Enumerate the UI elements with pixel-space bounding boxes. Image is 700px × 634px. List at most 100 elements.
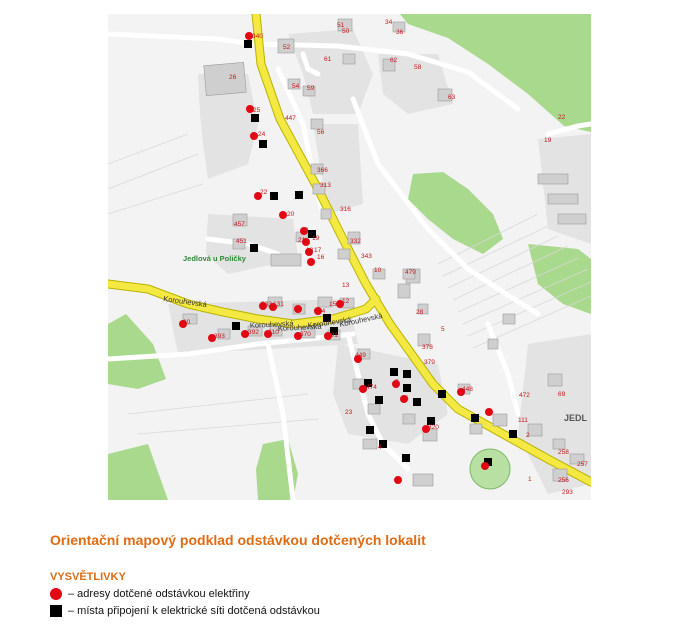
forest-area: [108, 444, 168, 500]
field-parcel-lines: [108, 133, 591, 435]
connection-point: [402, 454, 410, 462]
house-number-label: 340: [252, 33, 263, 40]
connection-point: [379, 440, 387, 448]
legend-text: – adresy dotčené odstávkou elektřiny: [68, 588, 250, 600]
edge-place-label: JEDL: [564, 413, 588, 423]
house-number-label: 28: [416, 309, 424, 316]
connection-point: [364, 379, 372, 387]
house-number-label: 18: [306, 247, 314, 254]
house-number-label: 333: [261, 301, 272, 308]
house-number-label: 52: [283, 44, 291, 51]
map-title: Orientační mapový podklad odstávkou dotč…: [50, 532, 426, 548]
connection-point: [250, 244, 258, 252]
house-number-label: 258: [558, 449, 569, 456]
house-number-label: 63: [448, 94, 456, 101]
house-number-label: 54: [292, 83, 300, 90]
legend-heading: VYSVĚTLIVKY: [50, 571, 126, 583]
house-number-label: 24: [318, 308, 326, 315]
legend-text: – místa připojení k elektrické síti dotč…: [68, 605, 320, 617]
house-number-label: 61: [324, 56, 332, 63]
place-label: Jedlová u Poličky: [183, 254, 247, 263]
house-number-label: 448: [462, 386, 473, 393]
house-number-label: 24: [258, 131, 266, 138]
road: [545, 121, 591, 137]
house-number-label: 370: [300, 331, 311, 338]
connection-point: [438, 390, 446, 398]
house-number-label: 310: [268, 329, 279, 336]
house-number-label: 5: [441, 326, 445, 333]
connection-point: [390, 368, 398, 376]
house-number-label: 320: [428, 424, 439, 431]
house-number-label: 20: [287, 211, 295, 218]
legend-item-address: – adresy dotčené odstávkou elektřiny: [50, 587, 250, 601]
house-number-label: 12: [342, 298, 350, 305]
street-name: Korouhevská: [250, 319, 295, 330]
house-number-label: 447: [285, 115, 296, 122]
built-up-area: [313, 124, 363, 214]
house-number-label: 19: [312, 235, 320, 242]
house-number-label: 21: [298, 237, 306, 244]
house-number-label: 451: [236, 238, 247, 245]
road: [350, 96, 541, 317]
map-canvas: 3405251503436266162585459632544722245619…: [108, 14, 591, 500]
connection-point: [427, 417, 435, 425]
connection-point: [244, 40, 252, 48]
street-name: Korouhevská: [278, 322, 323, 333]
connection-point: [232, 322, 240, 330]
house-number-label: 59: [307, 85, 315, 92]
house-number-label: 25: [253, 107, 261, 114]
house-number-label: 343: [361, 253, 372, 260]
connection-point: [259, 140, 267, 148]
connection-point: [308, 230, 316, 238]
forest-area: [108, 314, 166, 389]
road-main: [252, 14, 591, 486]
house-number-label: 393: [214, 333, 225, 340]
house-number-label: 1: [528, 476, 532, 483]
built-up-area: [198, 74, 258, 179]
house-number-label: 23: [345, 409, 353, 416]
road-korouhevska: [108, 280, 380, 328]
house-number-label: 256: [558, 477, 569, 484]
connection-point: [375, 396, 383, 404]
connection-point: [270, 192, 278, 200]
house-number-label: 449: [355, 352, 366, 359]
built-up-area: [378, 54, 453, 114]
connection-point: [509, 430, 517, 438]
forest-area: [528, 244, 591, 314]
connection-point: [484, 458, 492, 466]
house-number-label: 15: [329, 301, 337, 308]
black-square-icon: [50, 605, 62, 617]
house-number-label: 51: [337, 22, 345, 29]
house-number-label: 17: [314, 247, 322, 254]
house-number-label: 479: [405, 269, 416, 276]
house-number-label: 13: [342, 282, 350, 289]
connection-point: [413, 398, 421, 406]
house-number-label: 22: [260, 189, 268, 196]
connection-point: [251, 114, 259, 122]
house-number-label: 293: [562, 489, 573, 496]
legend-item-connection: – místa připojení k elektrické síti dotč…: [50, 604, 320, 618]
house-number-label: 316: [340, 206, 351, 213]
forest-areas: [108, 14, 591, 500]
house-number-label: 19: [544, 137, 552, 144]
road: [255, 41, 521, 112]
connection-point: [403, 370, 411, 378]
house-number-label: 378: [422, 344, 433, 351]
house-number-label: 58: [414, 64, 422, 71]
road: [265, 341, 296, 500]
forest-area: [408, 172, 503, 254]
house-number-label: 474: [366, 384, 377, 391]
house-number-label: 23: [301, 227, 309, 234]
house-number-label: 392: [248, 329, 259, 336]
house-number-label: 26: [229, 74, 237, 81]
house-number-label: 457: [234, 221, 245, 228]
house-number-label: 111: [518, 417, 528, 424]
house-number-label: 34: [385, 19, 393, 26]
road: [108, 31, 256, 47]
house-number-label: 313: [320, 182, 331, 189]
house-number-label: 56: [317, 129, 325, 136]
road: [205, 236, 281, 257]
main-road: [108, 14, 591, 487]
